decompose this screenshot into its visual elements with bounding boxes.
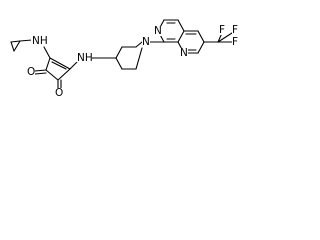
bond <box>177 30 185 43</box>
squaramide-core <box>34 46 78 89</box>
trifluoromethyl-group <box>203 32 233 43</box>
bond <box>34 72 47 75</box>
atom-label-nitrogen-piperidine: N <box>142 36 150 48</box>
bond <box>10 40 21 43</box>
atom-label-fluorine-right: F <box>232 36 238 48</box>
bond <box>43 46 51 59</box>
bond <box>69 61 78 70</box>
bond <box>34 69 47 72</box>
label-background <box>142 37 150 47</box>
bond <box>45 57 51 71</box>
atom-labels: NH NH O O N N N F F F <box>27 24 239 99</box>
cyclopropyl-ring <box>10 39 33 52</box>
label-background <box>180 48 188 58</box>
atom-label-oxygen-bottom: O <box>55 87 63 99</box>
label-background <box>154 26 162 36</box>
bond <box>49 57 71 70</box>
bond <box>19 39 33 42</box>
bond <box>57 68 71 81</box>
piperidine-ring <box>115 41 143 70</box>
label-background <box>31 37 47 46</box>
label-background <box>219 26 226 35</box>
chemical-structure-diagram: NH NH O O N N N F F F <box>10 19 239 99</box>
atom-label-nitrogen-naphthyridine-top: N <box>154 25 162 37</box>
bond <box>13 40 21 52</box>
atom-label-nitrogen-naphthyridine-bottom: N <box>180 47 188 59</box>
atom-label-nh-linker: NH <box>77 52 93 64</box>
bond <box>177 19 185 32</box>
atom-label-fluorine-top-right: F <box>232 24 238 36</box>
label-background <box>27 67 35 77</box>
bond <box>45 69 59 81</box>
label-background <box>232 26 239 35</box>
atom-label-oxygen-top: O <box>27 66 35 78</box>
bond <box>197 30 205 43</box>
atom-label-nh-cyclopropyl: NH <box>32 35 48 47</box>
bond <box>115 46 123 59</box>
bond <box>217 32 233 43</box>
label-background <box>55 88 64 98</box>
atom-label-fluorine-top-left: F <box>219 24 225 36</box>
label-background <box>76 53 92 62</box>
bond <box>115 57 123 70</box>
bond <box>135 41 143 48</box>
bond <box>135 47 143 70</box>
label-background <box>232 37 239 46</box>
bond <box>10 41 15 52</box>
bond <box>197 41 205 54</box>
bond <box>51 61 67 70</box>
